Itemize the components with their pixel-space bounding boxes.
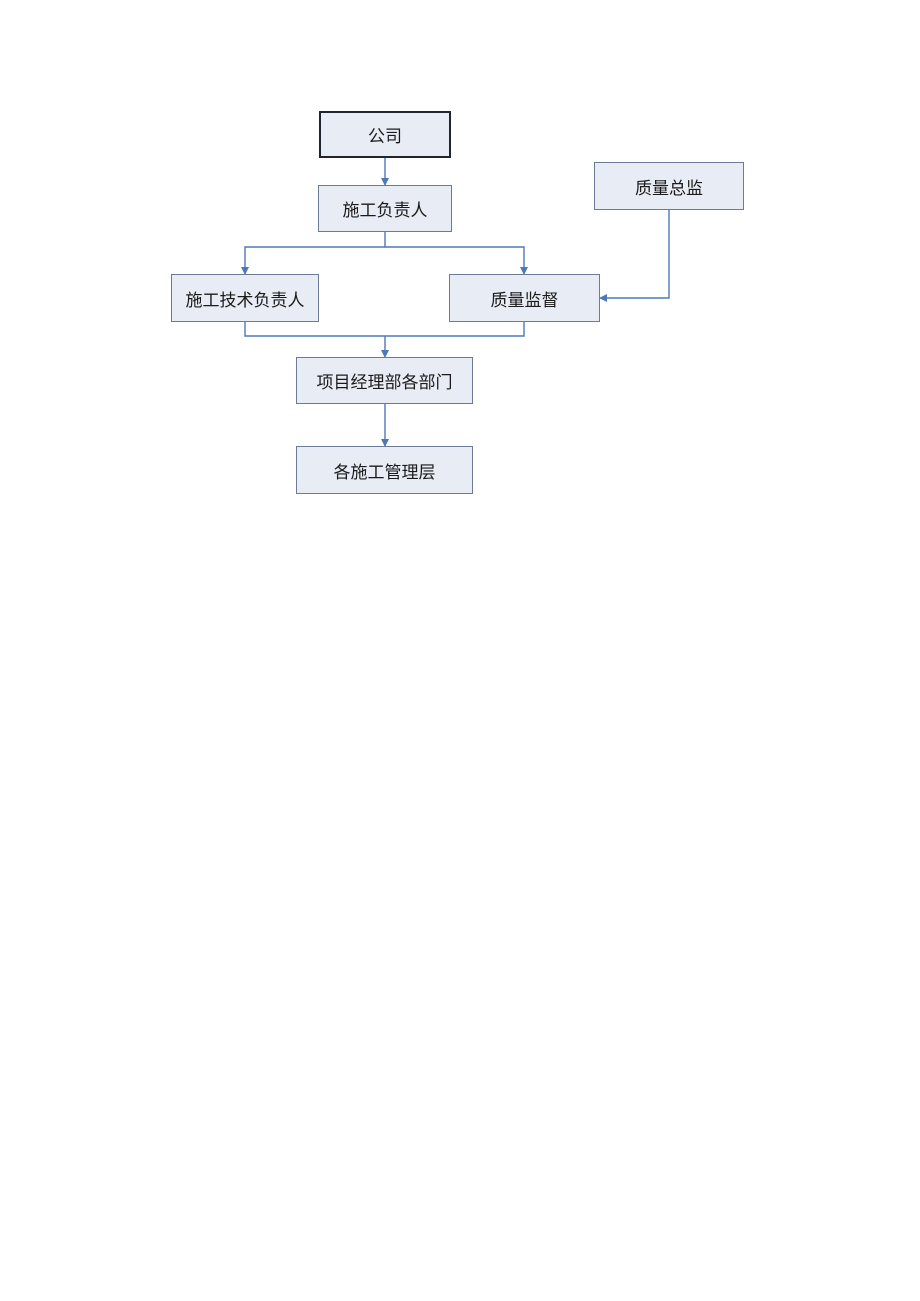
node-company: 公司 [319,111,451,158]
node-quality-supervision: 质量监督 [449,274,600,322]
node-project-departments: 项目经理部各部门 [296,357,473,404]
node-construction-lead: 施工负责人 [318,185,452,232]
connector-technical-lead-merge [244,322,525,337]
arrow-quality-director-to-quality-supervision [599,210,670,302]
node-technical-lead: 施工技术负责人 [171,274,319,322]
connector-construction-lead-branch [241,232,386,275]
node-quality-director: 质量总监 [594,162,744,210]
connector-construction-lead-to-quality [385,246,528,275]
node-management-layers: 各施工管理层 [296,446,473,494]
